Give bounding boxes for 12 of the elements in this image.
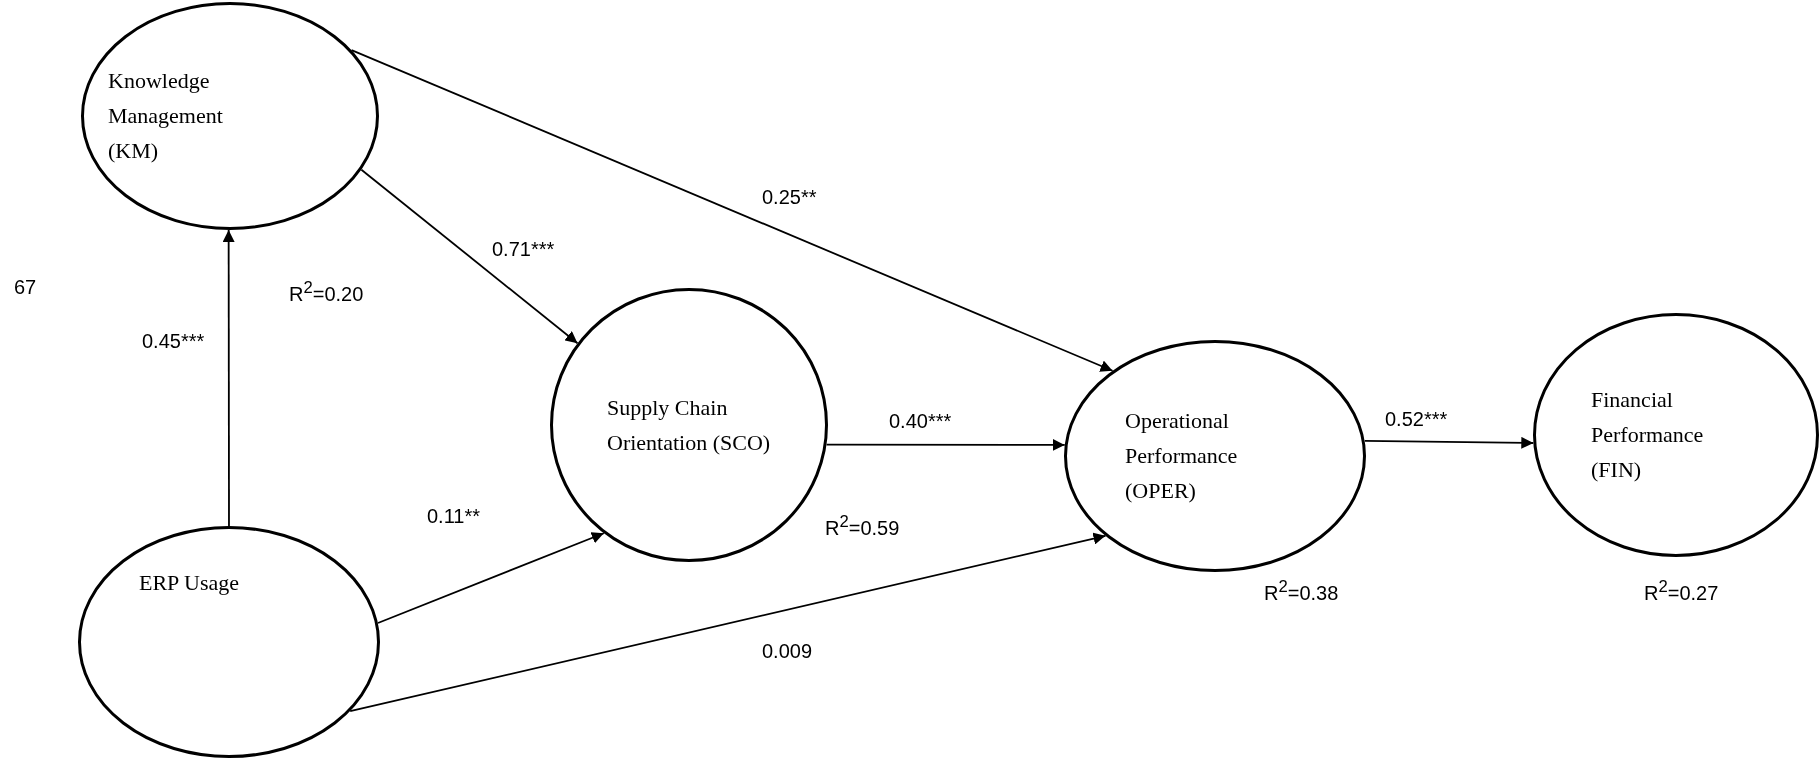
- construct-name: Operational Performance (OPER): [1125, 407, 1239, 506]
- arrow: [825, 438, 1066, 451]
- construct-name: ERP Usage: [139, 568, 240, 597]
- construct-name: Financial Performance (FIN): [1591, 386, 1705, 485]
- arrow: [350, 49, 1114, 372]
- arrow: [349, 532, 1107, 713]
- arrow: [222, 229, 235, 527]
- arrow: [360, 168, 579, 345]
- construct-name: Supply Chain Orientation (SCO): [607, 394, 772, 458]
- arrow: [377, 532, 605, 624]
- arrow: [1363, 436, 1535, 449]
- construct-name: Knowledge Management (KM): [108, 67, 224, 166]
